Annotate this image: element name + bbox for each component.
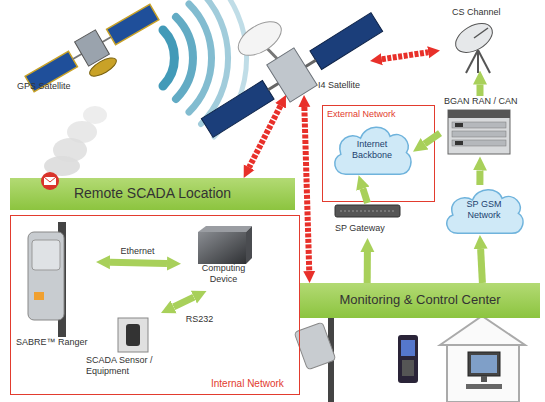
- gateway-node: SP Gateway: [330, 203, 405, 238]
- node-label: Computing Device: [196, 263, 251, 285]
- satellite-node: GPS Satellite: [5, 5, 180, 100]
- signal-waves: [176, 17, 193, 99]
- control-center-art: [447, 345, 519, 402]
- location-band: Remote SCADA Location: [10, 178, 295, 210]
- control-center-art: [402, 360, 414, 376]
- satellite-node: I4 Satellite: [250, 10, 370, 95]
- node-label: SP GSM Network: [457, 199, 511, 221]
- bgan-rack-art: [448, 110, 510, 118]
- gps-satellite-art: [23, 0, 169, 108]
- cs-dish-art: [478, 50, 490, 73]
- satellite-link-arrow: [249, 106, 280, 168]
- control-center-art: [294, 322, 336, 370]
- bgan-rack-art: [455, 141, 463, 145]
- dish-node: CS Channel: [440, 5, 520, 75]
- gps-satellite-art: [107, 4, 159, 45]
- cs-dish-art: [451, 18, 498, 73]
- node-label: Internet Backbone: [345, 139, 399, 161]
- cloud-outline: [447, 190, 523, 234]
- signal-waves: [163, 30, 174, 86]
- network-cloud: Internet Backbone: [331, 122, 413, 176]
- control-center-art: [401, 340, 415, 356]
- gateway-device-art: [335, 205, 400, 217]
- node-label: Internal Network: [211, 378, 297, 390]
- smoke-puffs: [83, 106, 107, 124]
- control-center-art: [440, 316, 525, 345]
- control-center-art: [466, 384, 502, 389]
- bgan-rack-art: [452, 140, 506, 146]
- control-center-art: [398, 335, 418, 383]
- i4-satellite-art: [310, 13, 383, 70]
- node-label: SCADA Sensor / Equipment: [86, 355, 156, 377]
- bgan-rack-art: [448, 110, 510, 154]
- bgan-rack-art: [455, 123, 463, 127]
- node-label: SP Gateway: [335, 223, 400, 234]
- computing-device-art: [246, 226, 252, 264]
- cs-dish-art: [477, 50, 479, 73]
- node-label: Monitoring & Control Center: [300, 292, 540, 308]
- node-label: Remote SCADA Location: [10, 185, 295, 202]
- network-boundary: Internal Network SABRE™ Ranger Computing D…: [10, 215, 300, 395]
- network-boundary: External NetworkInternet Backbone: [322, 105, 435, 202]
- i4-satellite-art: [175, 0, 389, 147]
- flow-arrow: [477, 85, 484, 97]
- control-center-art: [471, 355, 497, 373]
- flow-arrow: [425, 133, 440, 144]
- node-label: GPS Satellite: [17, 81, 97, 92]
- cs-dish-art: [451, 18, 498, 59]
- flow-arrow: [481, 249, 483, 283]
- sabre-ranger-art: [28, 222, 66, 337]
- scada-sensor-art: [118, 318, 148, 352]
- edge-label: RS232: [186, 314, 214, 325]
- cs-dish-art: [466, 50, 478, 73]
- satellite-link-arrow: [382, 52, 428, 59]
- flow-arrow: [364, 252, 371, 283]
- signal-waves: [189, 4, 212, 112]
- device-node: SCADA Sensor / Equipment: [86, 313, 186, 385]
- equipment-node: BGAN RAN / CAN: [440, 96, 520, 158]
- device-node: Computing Device: [181, 223, 266, 291]
- device-node: SABRE™ Ranger: [16, 223, 96, 353]
- bgan-rack-art: [452, 122, 506, 128]
- gps-satellite-art: [87, 54, 119, 79]
- node-label: SABRE™ Ranger: [16, 337, 96, 348]
- cloud-outline: [335, 127, 411, 174]
- edge-label: Ethernet: [121, 246, 155, 257]
- sabre-ranger-art: [34, 292, 44, 300]
- computing-device-art: [198, 226, 252, 264]
- satellite-link-arrow: [304, 107, 309, 271]
- smoke-puffs: [44, 156, 80, 176]
- node-label: CS Channel: [452, 7, 520, 18]
- flow-arrow: [110, 262, 167, 263]
- smoke-puffs: [44, 106, 107, 176]
- i4-satellite-art: [233, 15, 287, 62]
- scada-sensor-art: [118, 318, 148, 352]
- flow-arrow: [174, 297, 194, 307]
- node-label: BGAN RAN / CAN: [444, 96, 520, 107]
- bgan-rack-art: [448, 110, 510, 154]
- control-center-art: [294, 316, 525, 402]
- control-center-art: [468, 352, 500, 376]
- sabre-ranger-art: [32, 240, 60, 270]
- gateway-device-art: [335, 205, 400, 217]
- control-center-art: [481, 376, 487, 382]
- flow-arrow: [363, 189, 368, 203]
- node-label: I4 Satellite: [318, 80, 373, 91]
- flow-arrow: [476, 171, 483, 186]
- scada-sensor-art: [126, 324, 140, 346]
- bgan-rack-art: [452, 131, 506, 137]
- network-cloud: SP GSM Network: [443, 185, 525, 235]
- gateway-device-art: [340, 211, 395, 212]
- cs-dish-art: [474, 28, 488, 38]
- i4-satellite-art: [201, 81, 274, 138]
- location-band: Monitoring & Control Center: [300, 283, 540, 318]
- node-label: External Network: [327, 109, 427, 120]
- sabre-ranger-art: [28, 232, 64, 320]
- computing-device-art: [198, 226, 252, 232]
- computing-device-art: [198, 232, 246, 264]
